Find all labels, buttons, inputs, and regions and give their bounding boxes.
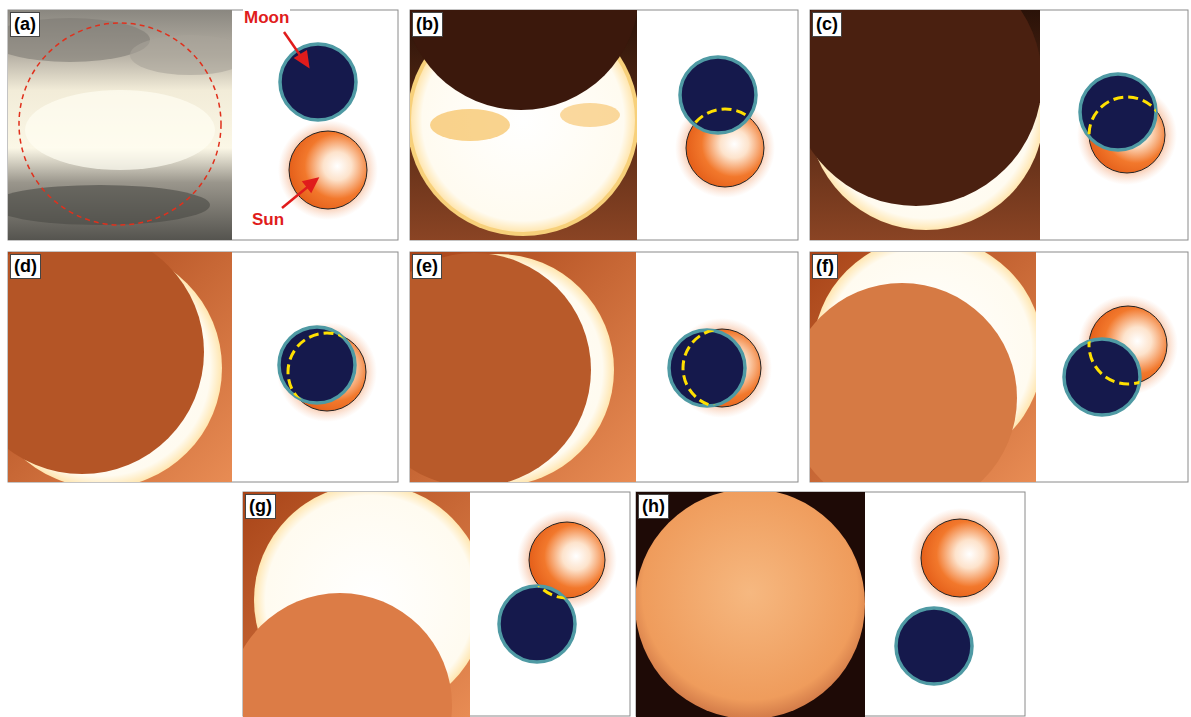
panel-label: (d) (10, 254, 41, 279)
panel-label: (b) (412, 12, 443, 37)
panel-label: (c) (812, 12, 842, 37)
panel-label: (g) (245, 494, 276, 519)
panel-label: (e) (412, 254, 442, 279)
callout-label: Moon (243, 8, 290, 28)
callout-label: Sun (251, 210, 285, 230)
panel-label: (f) (812, 254, 838, 279)
panel-label: (a) (10, 12, 40, 37)
panel-label: (h) (638, 494, 669, 519)
